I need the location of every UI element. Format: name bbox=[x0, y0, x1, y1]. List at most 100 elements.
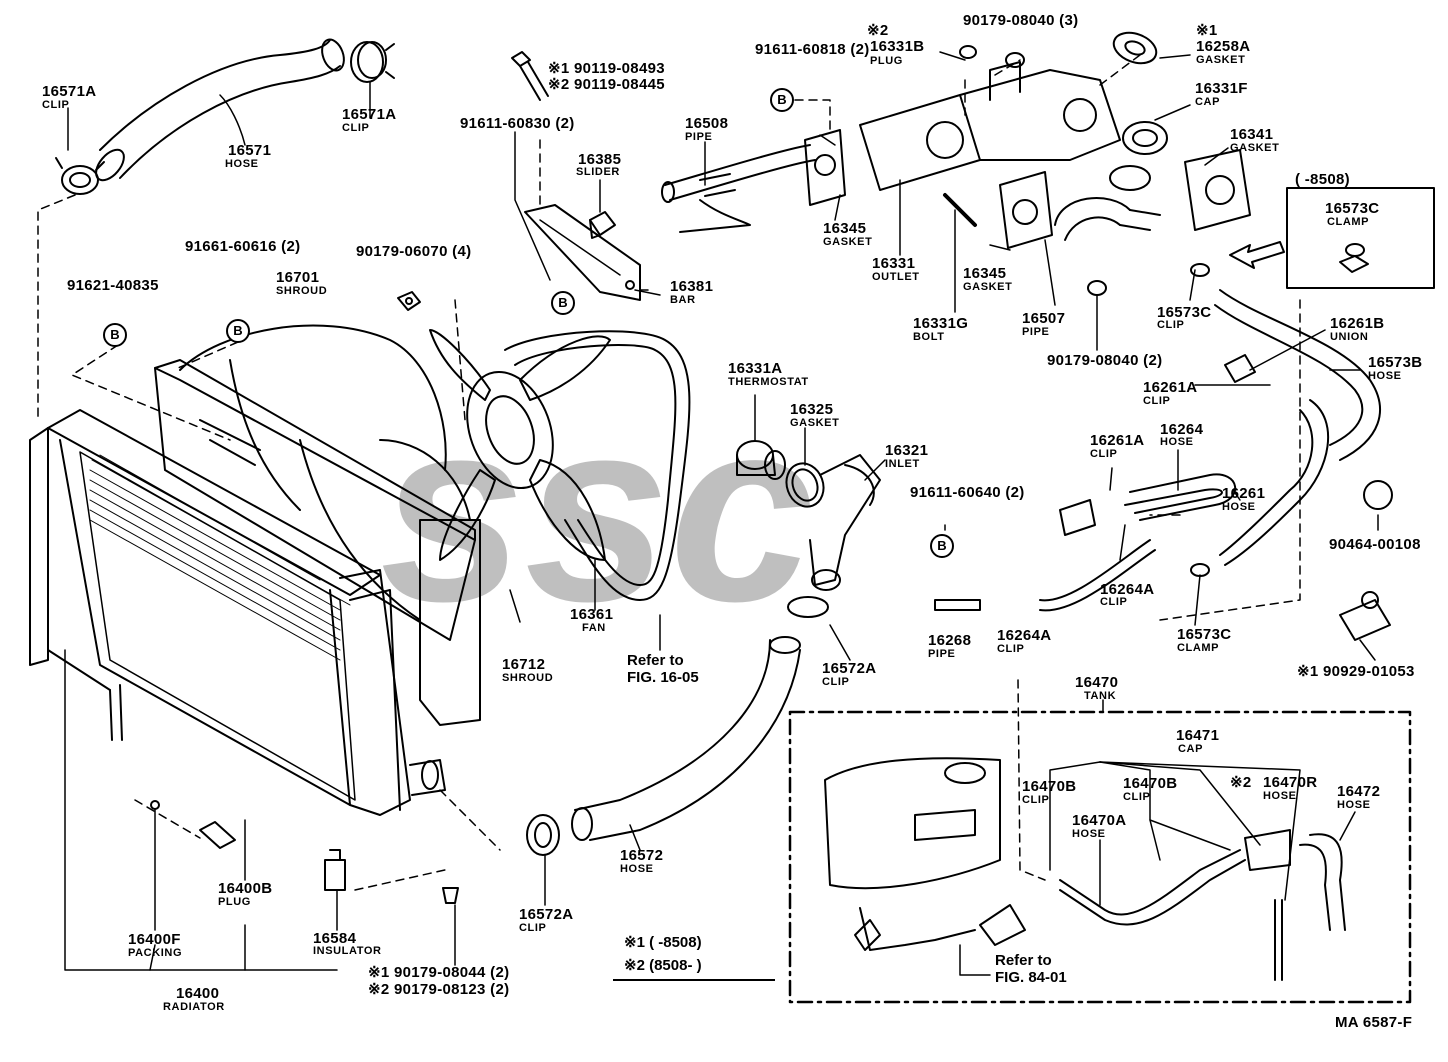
part-number-16573C-a: 16573C bbox=[1157, 304, 1212, 321]
part-number-16264: 16264 bbox=[1160, 421, 1204, 438]
part-name-16470: TANK bbox=[1084, 690, 1117, 702]
part-number-16571: 16571 bbox=[228, 142, 272, 159]
nut-90179-08040 bbox=[959, 45, 1107, 296]
part-name-16325: GASKET bbox=[790, 417, 840, 429]
packing-16400F bbox=[150, 800, 160, 810]
part-number-91611-60818: 91611-60818 (2) bbox=[755, 41, 870, 58]
part-name-16331A: THERMOSTAT bbox=[728, 376, 809, 388]
part-name-16361: FAN bbox=[582, 622, 606, 634]
gasket-16345-a bbox=[804, 129, 846, 206]
part-name-16264: HOSE bbox=[1160, 436, 1194, 448]
tank-box bbox=[788, 710, 1412, 1004]
part-name-16572: HOSE bbox=[620, 863, 654, 875]
part-number-16331G: 16331G bbox=[913, 315, 969, 332]
tank-16470 bbox=[824, 757, 1001, 890]
part-name-16321: INLET bbox=[885, 458, 920, 470]
part-number-91611-60640: 91611-60640 (2) bbox=[910, 484, 1025, 501]
part-number-16361: 16361 bbox=[570, 606, 614, 623]
part-number-16573B: 16573B bbox=[1368, 354, 1423, 371]
part-name-16268: PIPE bbox=[928, 648, 956, 660]
clamp-16573C-b bbox=[1190, 563, 1210, 577]
part-number-16341: 16341 bbox=[1230, 126, 1274, 143]
part-mark-16470R: ※2 bbox=[1230, 774, 1252, 791]
part-number-16400B: 16400B bbox=[218, 880, 273, 897]
part-number-90929: ※1 90929-01053 bbox=[1297, 663, 1415, 680]
part-mark-16331B: ※2 bbox=[867, 22, 889, 39]
thermostat-16331A bbox=[736, 440, 786, 480]
part-name-16712: SHROUD bbox=[502, 672, 554, 684]
part-number-16400: 16400 bbox=[176, 985, 220, 1002]
part-number-16712: 16712 bbox=[502, 656, 546, 673]
watermark-logo: ssc bbox=[380, 366, 814, 656]
leader-lines bbox=[37, 51, 1379, 976]
part-mark-16258A: ※1 bbox=[1196, 22, 1218, 39]
union-16261B bbox=[1224, 354, 1256, 383]
bolt-16331G bbox=[943, 193, 977, 227]
gasket-16345-b bbox=[999, 171, 1053, 249]
fan-belt bbox=[504, 330, 691, 601]
part-number-16573C-b: 16573C bbox=[1177, 626, 1232, 643]
part-number-90179-08040-2: 90179-08040 (2) bbox=[1047, 352, 1163, 369]
part-number-16385: 16385 bbox=[578, 151, 622, 168]
clip-16572A-a bbox=[787, 596, 829, 618]
part-name-16261A-b: CLIP bbox=[1090, 448, 1118, 460]
part-number-16470R: 16470R bbox=[1263, 774, 1318, 791]
plug-16400B bbox=[199, 821, 236, 849]
part-number-16345-b: 16345 bbox=[963, 265, 1007, 282]
hose-16571 bbox=[95, 38, 345, 182]
hoses-16470 bbox=[854, 829, 1346, 981]
ref-fig-84-01-line1: Refer to bbox=[995, 952, 1052, 969]
part-number-16381: 16381 bbox=[670, 278, 714, 295]
part-name-16264A-b: CLIP bbox=[997, 643, 1025, 655]
pipe-16508 bbox=[661, 144, 816, 233]
part-name-16341: GASKET bbox=[1230, 142, 1280, 154]
part-number-91621-40835: 91621-40835 bbox=[67, 277, 159, 294]
part-number-16261A-a: 16261A bbox=[1143, 379, 1198, 396]
part-number-16264A-b: 16264A bbox=[997, 627, 1052, 644]
ref-mark-b-5: B bbox=[930, 534, 954, 558]
part-name-16471: CAP bbox=[1178, 743, 1204, 755]
part-name-16331B: PLUG bbox=[870, 55, 903, 67]
part-name-16571A-top: CLIP bbox=[42, 99, 70, 111]
hose-16572 bbox=[571, 636, 801, 841]
hose-16573B bbox=[1214, 289, 1381, 461]
part-number-16321: 16321 bbox=[885, 442, 929, 459]
ref-mark-b-1: B bbox=[103, 323, 127, 347]
inset-range-8508: ( -8508) bbox=[1295, 171, 1350, 188]
part-name-16261: HOSE bbox=[1222, 501, 1256, 513]
nut-90179-0804x bbox=[442, 887, 459, 904]
part-number-16571A-right: 16571A bbox=[342, 106, 397, 123]
part-name-16381: BAR bbox=[670, 294, 696, 306]
ref-fig-16-05-line2: FIG. 16-05 bbox=[627, 669, 699, 686]
part-name-16470B-b: CLIP bbox=[1123, 791, 1151, 803]
part-name-16508: PIPE bbox=[685, 131, 713, 143]
part-number-16572A-b: 16572A bbox=[519, 906, 574, 923]
part-name-16572A-b: CLIP bbox=[519, 922, 547, 934]
hose-16261 bbox=[1219, 399, 1330, 566]
gasket-16258A bbox=[1112, 31, 1158, 65]
part-number-90179-06070: 90179-06070 (4) bbox=[356, 243, 472, 260]
part-number-16572: 16572 bbox=[620, 847, 664, 864]
pipe-16507 bbox=[1054, 197, 1161, 241]
part-number-16701: 16701 bbox=[276, 269, 320, 286]
part-number-16472: 16472 bbox=[1337, 783, 1381, 800]
ref-fig-84-01-line2: FIG. 84-01 bbox=[995, 969, 1067, 986]
part-number-16268: 16268 bbox=[928, 632, 972, 649]
part-number-16261A-b: 16261A bbox=[1090, 432, 1145, 449]
slider-16385 bbox=[589, 211, 616, 239]
part-number-90179-08040-3: 90179-08040 (3) bbox=[963, 12, 1079, 29]
footnote-2: ※2 (8508- ) bbox=[624, 957, 702, 974]
part-number-16470B-a: 16470B bbox=[1022, 778, 1077, 795]
part-number-90119-b: ※2 90119-08445 bbox=[548, 76, 665, 93]
document-id: MA 6587-F bbox=[1335, 1014, 1413, 1031]
part-name-16331G: BOLT bbox=[913, 331, 945, 343]
part-name-16571: HOSE bbox=[225, 158, 259, 170]
part-name-16345-b: GASKET bbox=[963, 281, 1013, 293]
clip-16572A-b bbox=[526, 814, 560, 856]
part-name-16573C-b: CLAMP bbox=[1177, 642, 1220, 654]
ref-fig-16-05-line1: Refer to bbox=[627, 652, 684, 669]
part-number-16507: 16507 bbox=[1022, 310, 1066, 327]
part-number-16572A-a: 16572A bbox=[822, 660, 877, 677]
part-number-16258A: 16258A bbox=[1196, 38, 1251, 55]
